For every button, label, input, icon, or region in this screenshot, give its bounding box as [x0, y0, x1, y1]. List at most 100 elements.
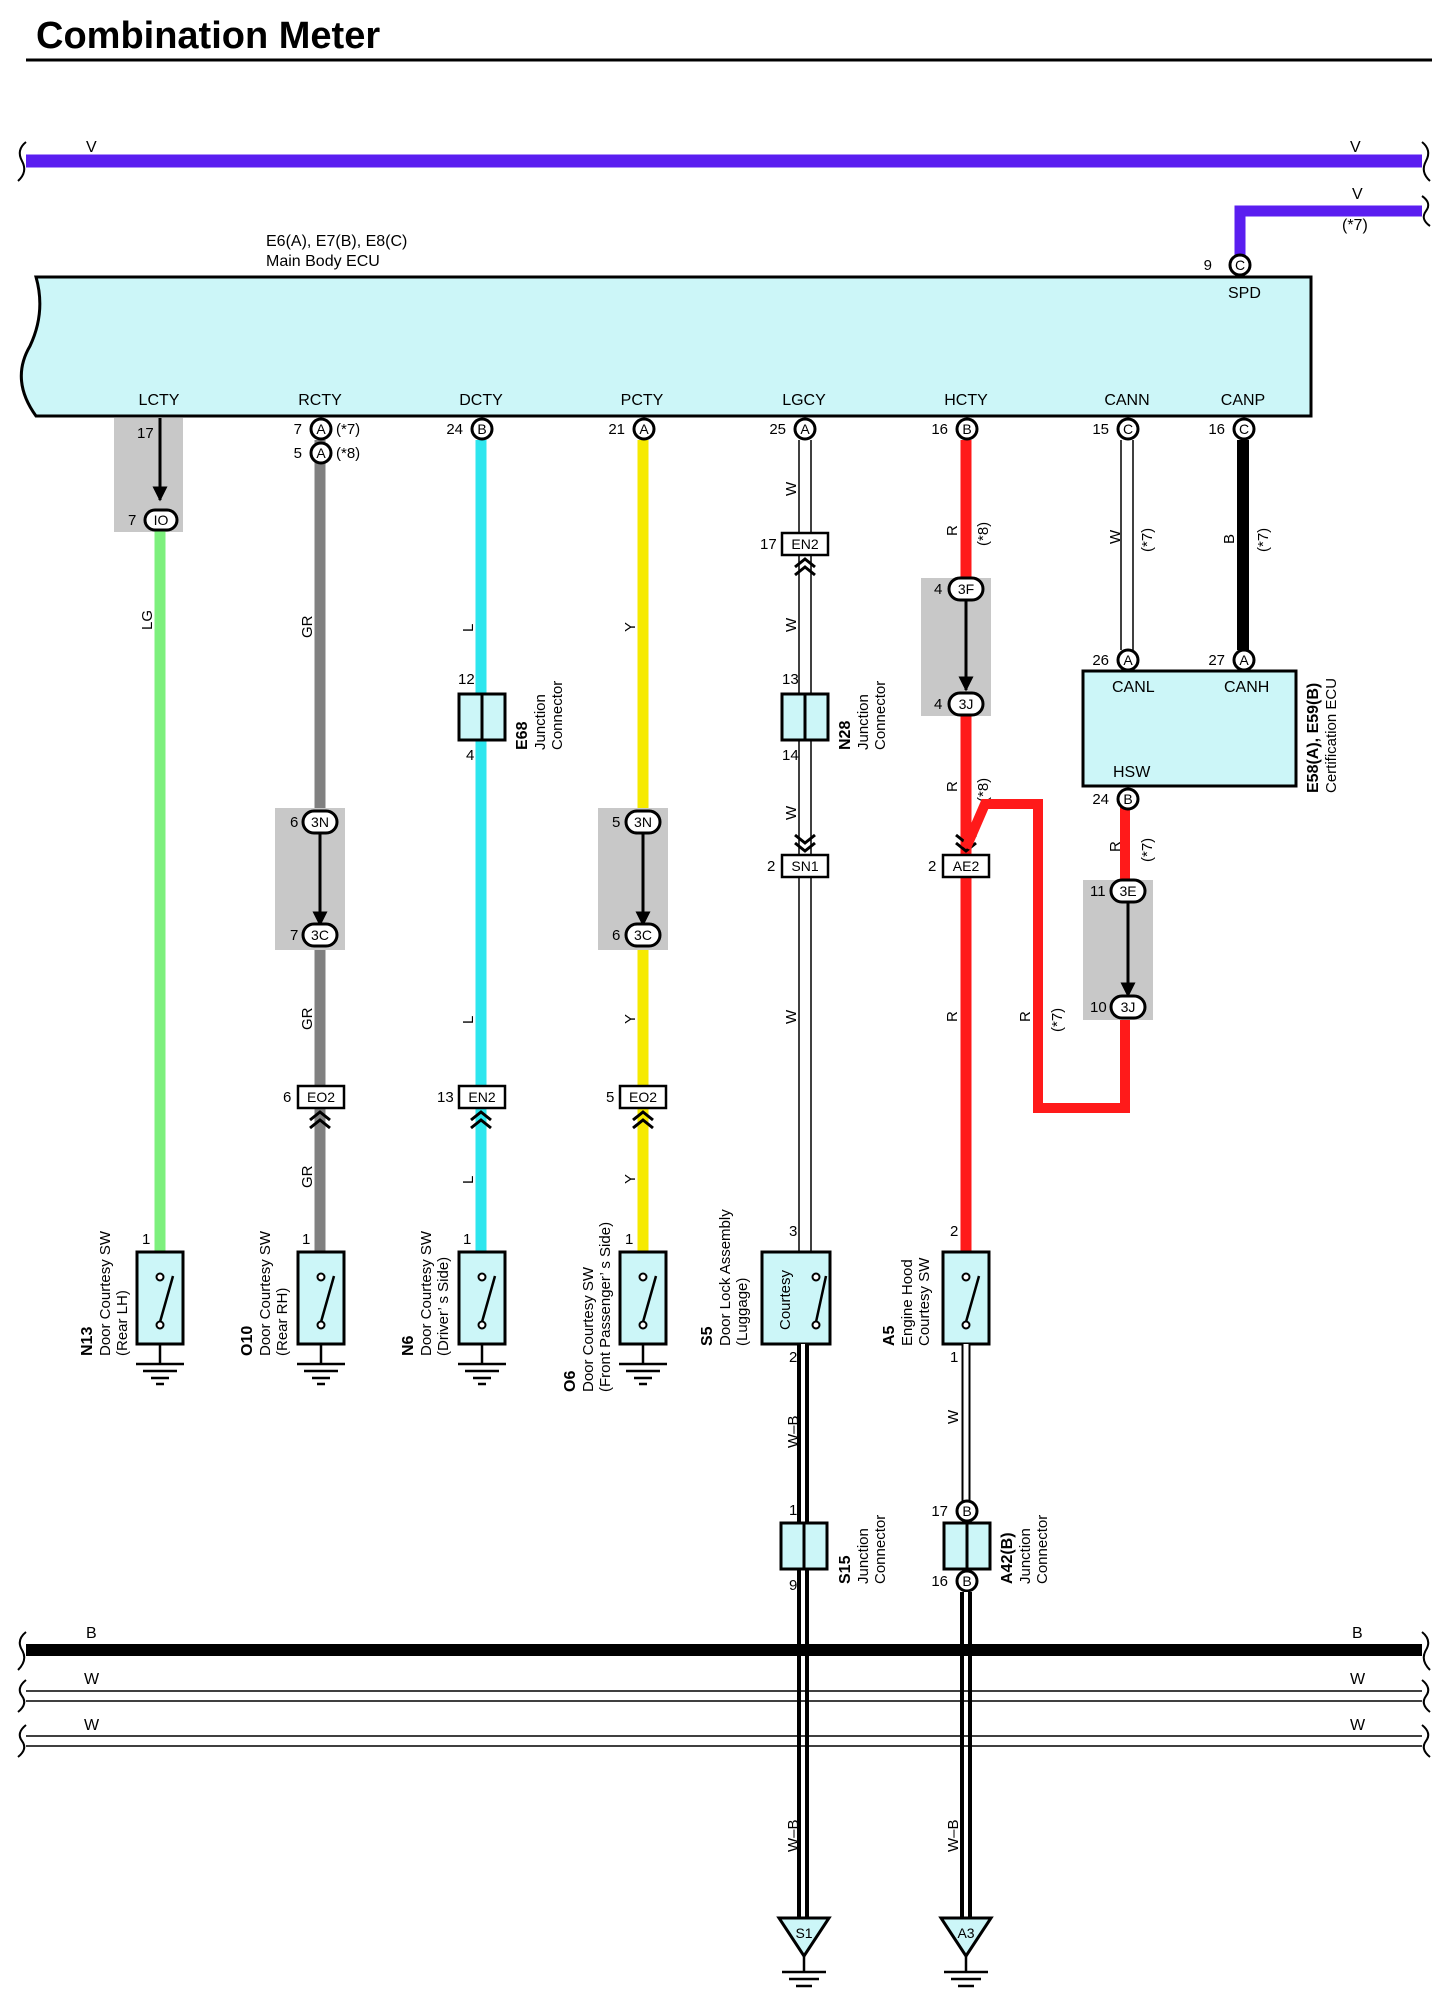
- pcty-pin-number: 21: [608, 421, 625, 438]
- lgcy-wire-color-2: W: [783, 617, 800, 632]
- hcty-pin-number: 16: [931, 421, 948, 438]
- hsw-3e-pin: 11: [1090, 883, 1106, 900]
- b-bus-label-left: B: [86, 1625, 97, 1642]
- hcty-3f-pin: 4: [934, 581, 942, 598]
- a5-code: A5: [881, 1325, 898, 1346]
- n28-pin-bottom: 14: [782, 747, 799, 764]
- hcty-ae2-label: AE2: [953, 858, 980, 874]
- pin-lgcy-label: LGCY: [782, 392, 826, 409]
- main-ecu-codes: E6(A), E7(B), E8(C): [266, 233, 407, 250]
- s5-code: S5: [699, 1326, 716, 1346]
- rcty-pin1-note: (*7): [336, 421, 360, 438]
- top-v-bus-label-right: V: [1350, 139, 1361, 156]
- canl-pin-number: 26: [1092, 652, 1109, 669]
- canh-pin-number: 27: [1208, 652, 1225, 669]
- cert-ecu-codes: E58(A), E59(B): [1305, 683, 1322, 793]
- rcty-wire-color-2: GR: [299, 1007, 316, 1030]
- n13-line1: Door Courtesy SW: [97, 1230, 114, 1356]
- rcty-3n-label: 3N: [311, 814, 329, 830]
- pcty-eo2-label: EO2: [629, 1089, 657, 1105]
- hsw-3j-label: 3J: [1121, 999, 1136, 1015]
- rcty-pin2-conn: A: [316, 445, 326, 461]
- canp-wire-color: B: [1221, 534, 1238, 544]
- a42-name-1: Junction: [1017, 1528, 1034, 1584]
- w-bus-1-label-right: W: [1350, 1671, 1366, 1688]
- hsw-wire-color: R: [1107, 841, 1124, 852]
- n28-name-2: Connector: [872, 681, 889, 750]
- s15-name-1: Junction: [855, 1528, 872, 1584]
- hsw-3e-label: 3E: [1119, 883, 1136, 899]
- dcty-wire-color-1: L: [460, 624, 477, 632]
- o10-code: O10: [239, 1326, 256, 1356]
- canp-pin-conn: C: [1239, 421, 1249, 437]
- lcty-io-label: IO: [154, 512, 169, 528]
- hcty-wire-w: W: [945, 1409, 962, 1424]
- hcty-wire-note-1: (*8): [975, 522, 992, 546]
- n13-code: N13: [79, 1327, 96, 1356]
- ground-a3-label: A3: [957, 1925, 974, 1941]
- hcty-circuit: B 16 R (*8) 3F 4 3J 4 R (*8) AE2 2 R: [921, 417, 992, 1252]
- hsw-wire-note: (*7): [1139, 838, 1156, 862]
- hcty-3j-label: 3J: [959, 696, 974, 712]
- o6-pin: 1: [625, 1231, 633, 1248]
- s5-pin-bottom: 2: [789, 1349, 797, 1366]
- cann-pin-conn: C: [1123, 421, 1133, 437]
- hcty-lower: W B 17 B 16 A42(B) Junction Connector W–…: [931, 1344, 1051, 1988]
- a5-line1: Engine Hood: [899, 1259, 916, 1346]
- dcty-wire-color-3: L: [460, 1176, 477, 1184]
- cann-wire-note: (*7): [1139, 528, 1156, 552]
- dcty-wire-color-2: L: [460, 1016, 477, 1024]
- dcty-en2-pin: 13: [437, 1089, 454, 1106]
- hsw-branch-wire-color: R: [1017, 1011, 1034, 1022]
- w-bus-2-label-left: W: [84, 1717, 100, 1734]
- pcty-wire-color-1: Y: [622, 622, 639, 632]
- pin-cann-label: CANN: [1104, 392, 1149, 409]
- page-title: Combination Meter: [36, 15, 380, 57]
- cann-wire-color: W: [1107, 529, 1124, 544]
- rcty-pin2-number: 5: [294, 445, 302, 462]
- hcty-pin-conn: B: [962, 421, 971, 437]
- pcty-3c-pin: 6: [612, 927, 620, 944]
- dcty-en2-label: EN2: [468, 1089, 495, 1105]
- rcty-wire-color-1: GR: [299, 615, 316, 638]
- n28-pin-top: 13: [782, 671, 799, 688]
- spd-pin-number: 9: [1204, 257, 1212, 274]
- dcty-pin-number: 24: [446, 421, 463, 438]
- s15-pin-bottom: 9: [789, 1577, 797, 1594]
- ground-s1-label: S1: [795, 1925, 812, 1941]
- lgcy-en2-pin: 17: [760, 536, 777, 553]
- canp-wire-note: (*7): [1255, 528, 1272, 552]
- pcty-circuit: A 21 Y 3N 5 3C 6 Y EO2 5 Y: [598, 417, 668, 1252]
- pcty-eo2-pin: 5: [606, 1089, 614, 1106]
- hcty-ae2-pin: 2: [928, 858, 936, 875]
- hcty-wire-color-2: R: [944, 781, 961, 792]
- lcty-wire-color: LG: [139, 610, 156, 630]
- pcty-pin-conn: A: [639, 421, 649, 437]
- hcty-3f-label: 3F: [958, 581, 974, 597]
- s5-line1: Door Lock Assembly: [717, 1209, 734, 1346]
- hcty-wire-color-3: R: [944, 1011, 961, 1022]
- o10-line1: Door Courtesy SW: [257, 1230, 274, 1356]
- spd-pin-conn: C: [1235, 257, 1245, 273]
- main-body-ecu: E6(A), E7(B), E8(C) Main Body ECU SPD 9 …: [19, 233, 1313, 418]
- lgcy-sn1-label: SN1: [791, 858, 818, 874]
- cann-pin-number: 15: [1092, 421, 1109, 438]
- lgcy-pin-conn: A: [800, 421, 810, 437]
- rcty-3n-pin: 6: [290, 814, 298, 831]
- pin-lcty-label: LCTY: [139, 392, 180, 409]
- s15-name-2: Connector: [872, 1515, 889, 1584]
- e68-pin-bottom: 4: [466, 747, 474, 764]
- pcty-3n-label: 3N: [634, 814, 652, 830]
- hsw-pin-conn: B: [1123, 791, 1132, 807]
- lcty-pin-number: 17: [137, 425, 154, 442]
- o6-line2: (Front Passenger’ s Side): [597, 1222, 614, 1392]
- n6-code: N6: [400, 1335, 417, 1356]
- lgcy-wire-wb-1: W–B: [785, 1415, 802, 1448]
- rcty-3c-pin: 7: [290, 927, 298, 944]
- switch-n13: 1 N13 Door Courtesy SW (Rear LH): [79, 1230, 185, 1386]
- canl-label: CANL: [1112, 679, 1155, 696]
- top-v-bus: V V: [17, 139, 1431, 182]
- rcty-circuit: A 7 (*7) A 5 (*8) GR 3N 6 3C 7 GR EO2 6 …: [275, 417, 360, 1252]
- a42-top-conn: B: [962, 1503, 971, 1519]
